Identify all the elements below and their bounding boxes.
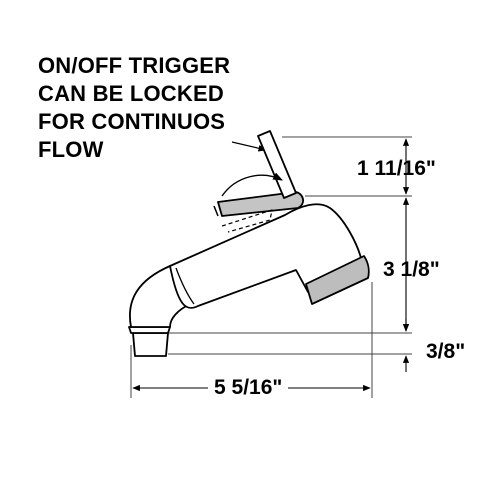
callout-leader	[231, 141, 267, 152]
nozzle-body	[128, 130, 370, 357]
trigger-lever	[257, 130, 297, 199]
callout-line-3: FOR CONTINUOS	[38, 109, 226, 134]
body-height-label: 3 1/8"	[383, 258, 440, 281]
trigger-callout-text: ON/OFF TRIGGER CAN BE LOCKED FOR CONTINU…	[38, 52, 298, 164]
trigger-height-label: 1 11/16"	[357, 157, 436, 180]
overall-width-label: 5 5/16"	[208, 376, 289, 400]
base-height-label: 3/8"	[426, 340, 466, 363]
base-cap	[132, 332, 169, 357]
extension-lines	[130, 136, 412, 398]
trigger-locked-outline	[221, 209, 273, 233]
callout-line-2: CAN BE LOCKED	[38, 81, 224, 106]
callout-line-4: FLOW	[38, 137, 104, 162]
trigger-motion-arc	[221, 172, 283, 197]
callout-line-1: ON/OFF TRIGGER	[38, 53, 231, 78]
nozzle-band	[305, 255, 370, 305]
